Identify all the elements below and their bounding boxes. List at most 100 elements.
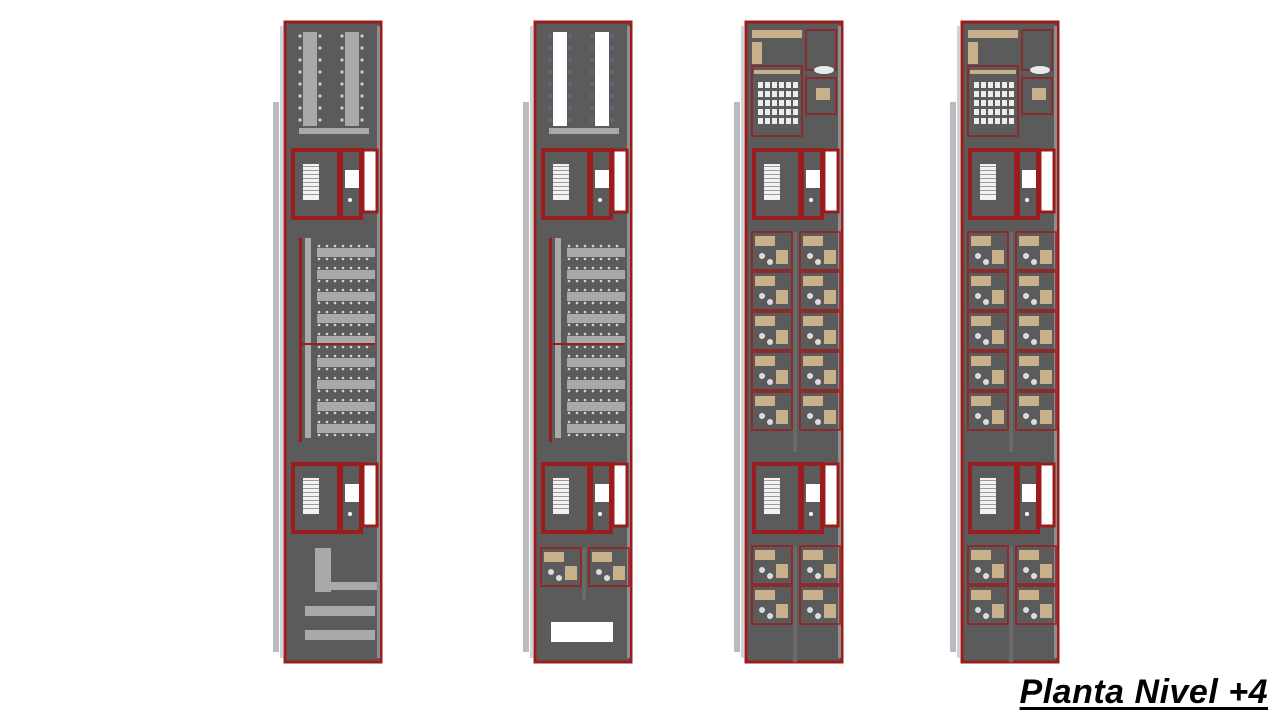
chair [360, 34, 364, 38]
chair [333, 288, 337, 292]
classroom-seat [974, 118, 979, 124]
chair [807, 413, 813, 419]
chair [583, 420, 587, 424]
chair [615, 301, 619, 305]
classroom-seat [772, 118, 777, 124]
office-desk [992, 250, 1004, 264]
chair [575, 323, 579, 327]
chair [317, 323, 321, 327]
chair [575, 354, 579, 358]
stair-step [553, 508, 569, 509]
chair [341, 310, 345, 314]
chair [341, 244, 345, 248]
office-desk [755, 550, 775, 560]
floor-plan [523, 20, 633, 664]
chair [607, 310, 611, 314]
office-room [799, 311, 841, 351]
office-desk [824, 604, 836, 618]
chair [318, 106, 322, 110]
chair [599, 411, 603, 415]
chair [607, 323, 611, 327]
stair-step [980, 488, 996, 489]
toilet-block [595, 484, 609, 502]
chair [325, 288, 329, 292]
partition-wall [549, 238, 552, 442]
toilet-core [800, 148, 824, 220]
chair [575, 257, 579, 261]
classroom-seat [974, 91, 979, 97]
chair [341, 433, 345, 437]
chair [759, 333, 765, 339]
office-room [1015, 271, 1057, 311]
office-desk [803, 396, 823, 406]
classroom-seat [786, 118, 791, 124]
divider-wall [299, 343, 375, 345]
chair [360, 94, 364, 98]
office-desk [776, 290, 788, 304]
chair [591, 411, 595, 415]
chair [317, 332, 321, 336]
stair-step [553, 166, 569, 167]
classroom-seat [981, 91, 986, 97]
chair [1031, 379, 1037, 385]
chair [548, 118, 552, 122]
bench-row [305, 606, 375, 616]
chair [1031, 613, 1037, 619]
classroom-seat [1002, 118, 1007, 124]
office-desk [803, 316, 823, 326]
chair [548, 569, 554, 575]
stair-step [764, 504, 780, 505]
classroom-seat [758, 82, 763, 88]
chair [599, 266, 603, 270]
bench-row [317, 314, 375, 323]
floor-plan [950, 20, 1060, 664]
chair [298, 118, 302, 122]
office-desk [992, 564, 1004, 578]
office-desk [992, 370, 1004, 384]
chair [548, 46, 552, 50]
stair-step [303, 178, 319, 179]
shaft [1038, 148, 1056, 214]
chair [317, 266, 321, 270]
stair-step [764, 496, 780, 497]
chair [298, 106, 302, 110]
stair-step [764, 492, 780, 493]
meeting-table [551, 622, 613, 642]
facade-glazing [950, 102, 956, 652]
chair [615, 389, 619, 393]
chair [583, 345, 587, 349]
chair [317, 301, 321, 305]
office-desk [1040, 410, 1052, 424]
chair [1031, 299, 1037, 305]
office-desk [592, 552, 612, 562]
chair [333, 376, 337, 380]
chair [610, 70, 614, 74]
chair [341, 398, 345, 402]
corridor [1009, 232, 1013, 452]
chair [340, 46, 344, 50]
chair [341, 376, 345, 380]
chair [357, 288, 361, 292]
fixture [348, 512, 352, 516]
chair [807, 253, 813, 259]
chair [325, 244, 329, 248]
chair [325, 354, 329, 358]
chair [583, 354, 587, 358]
classroom-seat [779, 100, 784, 106]
chair [341, 323, 345, 327]
bench-row [567, 424, 625, 433]
chair [983, 259, 989, 265]
chair [548, 94, 552, 98]
chair [298, 58, 302, 62]
office-desk [824, 330, 836, 344]
office-desk [824, 250, 836, 264]
stair-step [303, 194, 319, 195]
facade-mullion [530, 26, 533, 658]
chair [583, 433, 587, 437]
chair [575, 310, 579, 314]
chair [583, 398, 587, 402]
chair [341, 367, 345, 371]
chair [591, 323, 595, 327]
chair [599, 389, 603, 393]
